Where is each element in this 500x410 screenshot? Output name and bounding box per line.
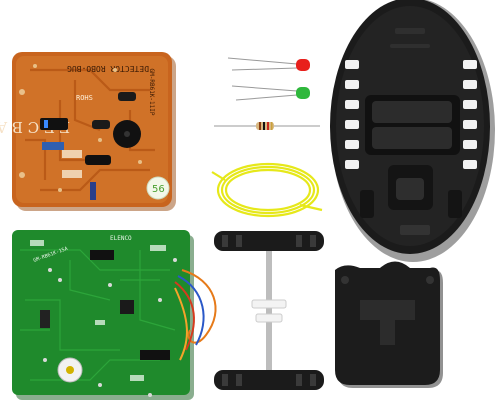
robot-body-shell xyxy=(330,0,495,262)
orange-board-rohs: ROHS xyxy=(76,94,93,102)
top-wheel xyxy=(214,231,324,251)
orange-board-sticker: 56 xyxy=(152,184,165,195)
red-led xyxy=(296,59,310,71)
wheel-axle-assembly xyxy=(214,231,324,390)
green-board-brand: ELENCO xyxy=(110,235,132,242)
green-sensor-board: GM-RB61K-15A ELENCO xyxy=(12,230,217,400)
green-led xyxy=(296,87,310,99)
bottom-wheel xyxy=(214,370,324,390)
switch-cover-plate xyxy=(335,261,443,388)
orange-detector-board: DETECTOR ROBO-BUG GM-RB61K-11IP ROHS F E… xyxy=(0,52,176,211)
leds-and-resistor xyxy=(214,57,320,130)
orange-board-title: DETECTOR ROBO-BUG xyxy=(67,64,149,73)
orange-board-code: GM-RB61K-11IP xyxy=(148,69,155,116)
yellow-wire-coil xyxy=(211,162,323,218)
